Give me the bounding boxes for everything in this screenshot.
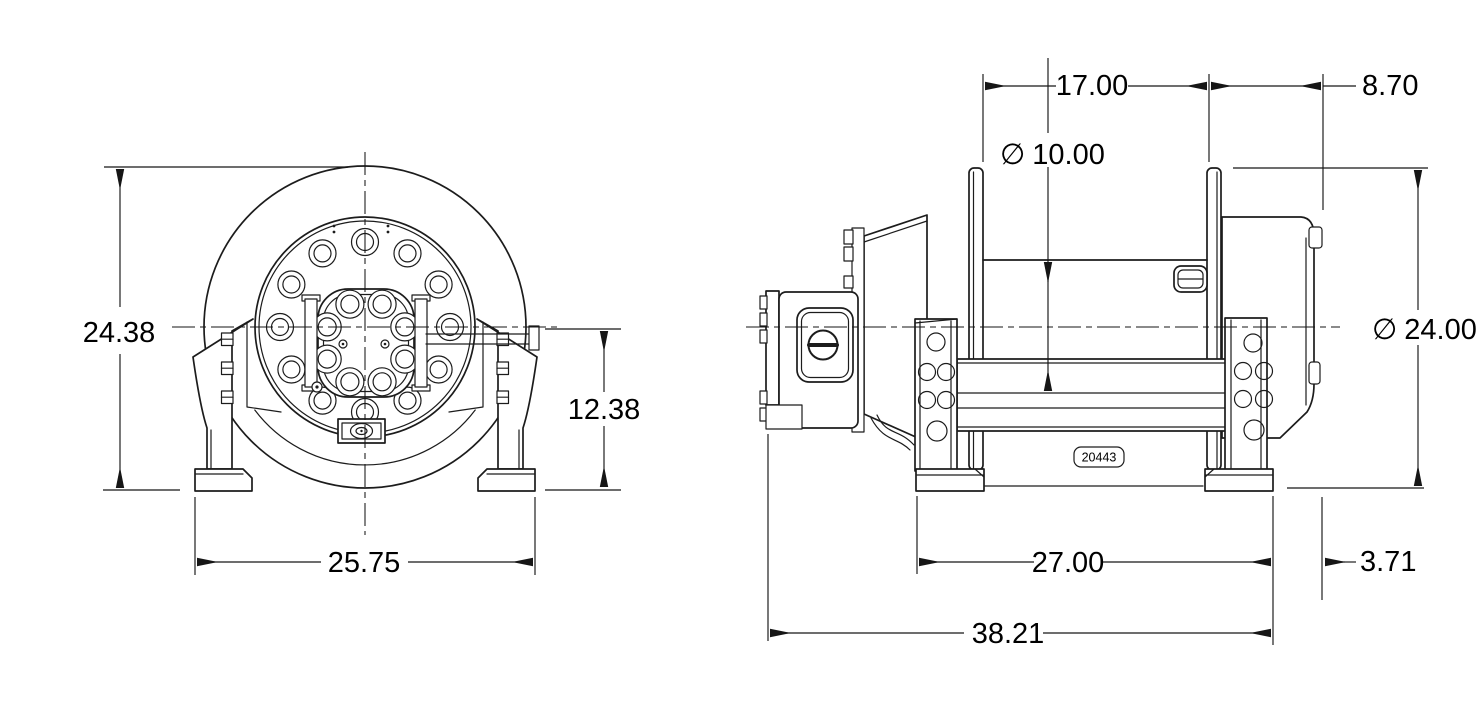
dim-label-end-overhang: 3.71 (1360, 546, 1416, 578)
motor-mount-plate (301, 288, 540, 398)
tie-bar-band (956, 358, 1234, 432)
dowel-pins (311, 339, 390, 393)
motor-end-cap (765, 290, 780, 406)
serial-plate-text: 20443 (1082, 451, 1117, 465)
left-support-bracket (914, 318, 985, 492)
drain-hose (870, 414, 915, 451)
alignment-ticks (332, 224, 390, 234)
right-support-bracket (1204, 317, 1274, 492)
side-view: 20443 (746, 167, 1340, 492)
hydraulic-motor (759, 290, 859, 430)
bracket-bolts-left (220, 332, 234, 405)
dim-drum-length: 17.00 (982, 70, 1210, 162)
bottom-anchor-tab (337, 418, 386, 444)
cable-anchor-pocket (1173, 265, 1208, 293)
serial-plate: 20443 (1073, 446, 1125, 468)
diameter-icon: ∅ (1372, 312, 1397, 346)
dim-drum-flange-diameter: ∅24.00 (1233, 167, 1476, 489)
housing-clip-top (1308, 226, 1323, 249)
dim-motor-end-overhang: 8.70 (1211, 70, 1418, 210)
housing-clip-bottom (1308, 361, 1321, 385)
dim-label-motor-overhang: 8.70 (1362, 70, 1418, 102)
dim-label-overall-length: 38.21 (972, 618, 1045, 650)
motor-mount-bolts (312, 289, 420, 397)
dim-right-end-overhang: 3.71 (1321, 497, 1416, 600)
right-side-foot (1204, 468, 1274, 492)
right-foot (477, 468, 536, 492)
dim-label-drum-length: 17.00 (1056, 70, 1129, 102)
dim-overall-length: 38.21 (767, 434, 1271, 650)
dim-label-front-height: 24.38 (83, 317, 156, 349)
dim-label-barrel-diameter: ∅10.00 (1000, 137, 1105, 171)
dim-front-mounting-width: 25.75 (194, 497, 536, 579)
dim-drum-barrel-diameter: ∅10.00 (1000, 58, 1105, 391)
dim-mounting-feet-length: 27.00 (916, 496, 1274, 645)
motor-bottom-step (765, 404, 803, 430)
left-side-foot (915, 468, 985, 492)
torque-arm (425, 325, 540, 351)
dim-label-centerline-height: 12.38 (568, 394, 641, 426)
front-view (172, 152, 558, 535)
dim-front-centerline-height: 12.38 (545, 328, 641, 491)
bracket-bolts-right (496, 332, 510, 405)
left-foot (194, 468, 253, 492)
dim-label-flange-diameter: ∅24.00 (1372, 312, 1476, 346)
mount-rails (301, 294, 431, 392)
diameter-icon: ∅ (1000, 137, 1025, 171)
right-mounting-bracket (448, 318, 538, 492)
left-mounting-bracket (192, 318, 282, 492)
dim-label-feet-length: 27.00 (1032, 547, 1105, 579)
dim-front-overall-height: 24.38 (83, 166, 348, 491)
dim-label-mounting-width: 25.75 (328, 547, 401, 579)
